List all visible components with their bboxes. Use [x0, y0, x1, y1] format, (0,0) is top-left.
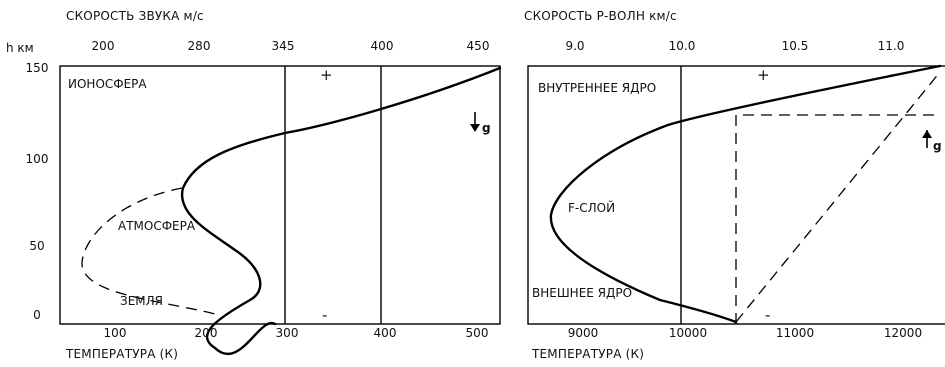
left-minus-sign: - [322, 306, 327, 324]
right-top-tick: 11.0 [878, 39, 905, 53]
right-bottom-tick: 11000 [776, 326, 814, 340]
left-y-tick: 0 [33, 308, 41, 322]
left-bottom-axis-title: ТЕМПЕРАТУРА (К) [65, 347, 178, 361]
left-bottom-tick: 100 [104, 326, 127, 340]
left-gravity-label: g [482, 121, 491, 135]
right-gravity-arrow-icon [922, 130, 932, 148]
left-plot-frame [59, 65, 501, 325]
left-bottom-tick: 500 [466, 326, 489, 340]
label-earth: ЗЕМЛЯ [120, 294, 163, 308]
left-top-tick: 345 [272, 39, 295, 53]
left-y-tick: 50 [29, 239, 44, 253]
left-top-tick: 450 [467, 39, 490, 53]
left-top-tick: 200 [92, 39, 115, 53]
left-top-axis-title: СКОРОСТЬ ЗВУКА м/с [66, 9, 204, 23]
right-bottom-tick: 9000 [568, 326, 599, 340]
left-y-axis-title: h км [6, 41, 34, 55]
left-bottom-tick: 200 [195, 326, 218, 340]
label-atmosphere: АТМОСФЕРА [118, 219, 196, 233]
left-solid-curve [180, 66, 502, 356]
left-gravity-arrow-icon [470, 112, 480, 132]
left-top-tick: 400 [371, 39, 394, 53]
left-y-tick: 100 [26, 152, 49, 166]
label-ionosphere: ИОНОСФЕРА [68, 77, 147, 91]
right-dashed-step-line [735, 114, 940, 324]
left-y-tick: 150 [26, 61, 49, 75]
right-bottom-tick: 12000 [884, 326, 922, 340]
right-dashed-diagonal-line [735, 71, 941, 323]
left-plus-sign: + [320, 66, 333, 84]
right-top-tick: 9.0 [565, 39, 584, 53]
left-dashed-curve [81, 187, 216, 315]
left-top-tick: 280 [188, 39, 211, 53]
right-panel: СКОРОСТЬ Р-ВОЛН км/с 9.0 10.0 10.5 11.0 … [524, 9, 945, 361]
right-solid-curve [549, 64, 942, 324]
right-top-tick: 10.5 [782, 39, 809, 53]
right-plot-frame [527, 65, 945, 325]
right-gravity-label: g [933, 139, 942, 153]
right-top-axis-title: СКОРОСТЬ Р-ВОЛН км/с [524, 9, 677, 23]
right-bottom-axis-title: ТЕМПЕРАТУРА (К) [531, 347, 644, 361]
label-outer-core: ВНЕШНЕЕ ЯДРО [532, 286, 632, 300]
left-panel: СКОРОСТЬ ЗВУКА м/с 200 280 345 400 450 h… [6, 9, 502, 361]
label-f-layer: F-СЛОЙ [568, 200, 615, 215]
right-plus-sign: + [757, 66, 770, 84]
label-inner-core: ВНУТРЕННЕЕ ЯДРО [538, 81, 656, 95]
right-bottom-tick: 10000 [669, 326, 707, 340]
right-top-tick: 10.0 [669, 39, 696, 53]
left-bottom-tick: 300 [276, 326, 299, 340]
right-minus-sign: - [765, 306, 770, 324]
left-bottom-tick: 400 [374, 326, 397, 340]
